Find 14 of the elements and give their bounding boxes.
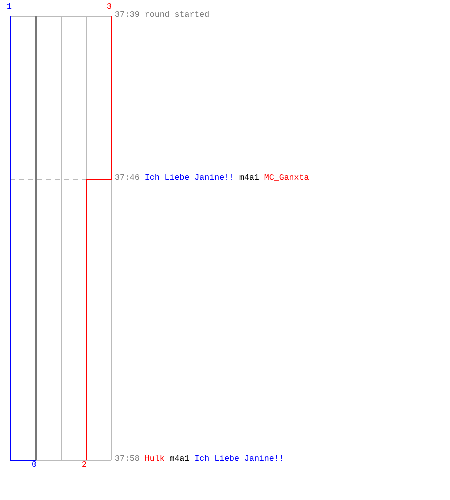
player-name: Ich Liebe Janine!! bbox=[144, 174, 235, 183]
timestamp: 37:39 bbox=[115, 11, 140, 20]
timestamp: 37:58 bbox=[115, 455, 140, 464]
event-text: round started bbox=[144, 11, 210, 20]
weapon-name: m4a1 bbox=[170, 455, 190, 464]
player-name: MC_Ganxta bbox=[264, 174, 310, 183]
lane-number: 2 bbox=[82, 461, 87, 471]
timestamp: 37:46 bbox=[115, 174, 140, 183]
lane-number: 0 bbox=[32, 461, 37, 471]
lane-number: 1 bbox=[7, 3, 12, 13]
player-name: Hulk bbox=[144, 455, 165, 464]
player-name: Ich Liebe Janine!! bbox=[194, 455, 284, 464]
lane-number: 3 bbox=[107, 3, 112, 13]
weapon-name: m4a1 bbox=[240, 174, 260, 183]
